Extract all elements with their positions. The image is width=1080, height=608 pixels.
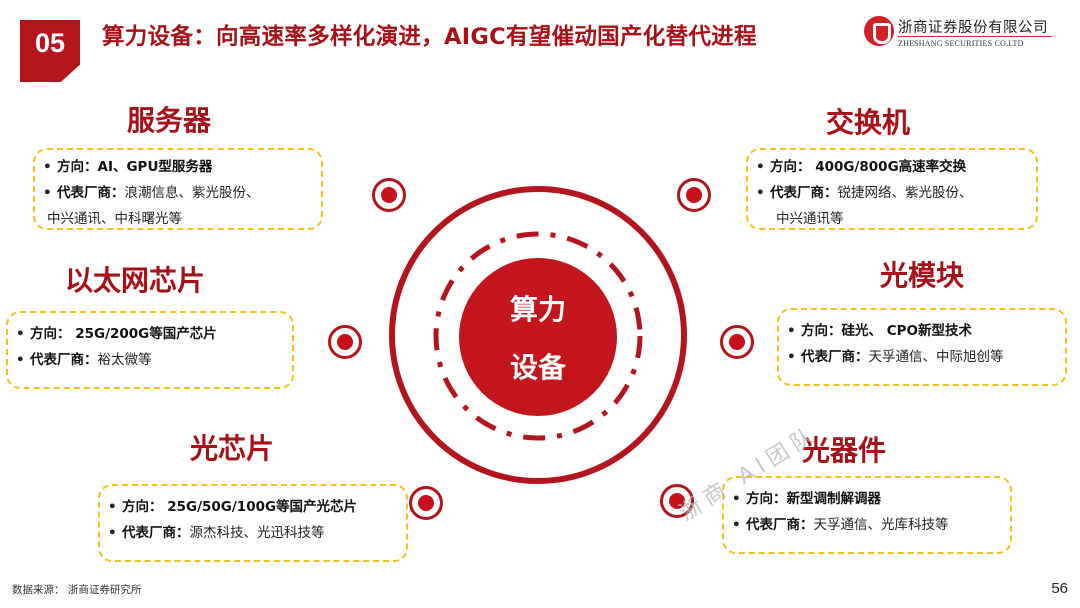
ethernet-chip-target-icon — [328, 325, 362, 359]
center-core-circle: 算力 设备 — [459, 258, 617, 416]
switch-heading: 交换机 — [826, 106, 911, 139]
bullet-icon: • — [732, 517, 741, 533]
company-logo: 浙商证券股份有限公司 ZHESHANG SECURITIES CO.LTD — [864, 14, 1064, 54]
optical-chip-card: •方向： 25G/50G/100G等国产光芯片 •代表厂商：源杰科技、光迅科技等 — [98, 484, 408, 562]
optical-module-heading: 光模块 — [880, 259, 965, 292]
center-label-line1: 算力 — [509, 293, 566, 326]
bullet-icon: • — [787, 349, 796, 365]
bullet-icon: • — [756, 159, 765, 175]
logo-name-en: ZHESHANG SECURITIES CO.LTD — [898, 39, 1024, 48]
optical-chip-heading: 光芯片 — [190, 432, 275, 465]
bullet-icon: • — [108, 499, 117, 515]
bullet-icon: • — [108, 525, 117, 541]
section-number-badge: 05 — [20, 20, 80, 82]
ethernet-chip-heading: 以太网芯片 — [65, 264, 206, 297]
page-number: 56 — [1051, 580, 1068, 597]
center-label-line2: 设备 — [509, 351, 566, 384]
server-target-icon — [372, 178, 406, 212]
zheshang-logo-icon — [864, 16, 894, 46]
optical-device-target-icon — [660, 484, 694, 518]
logo-name-cn: 浙商证券股份有限公司 — [898, 20, 1048, 36]
page-title: 算力设备：向高速率多样化演进，AIGC有望催动国产化替代进程 — [102, 24, 757, 50]
switch-target-icon — [677, 178, 711, 212]
bullet-icon: • — [756, 185, 765, 201]
switch-card: •方向： 400G/800G高速率交换 •代表厂商：锐捷网络、紫光股份、 中兴通… — [746, 148, 1038, 230]
server-card: •方向：AI、GPU型服务器 •代表厂商：浪潮信息、紫光股份、 中兴通讯、中科曙… — [33, 148, 323, 230]
optical-device-heading: 光器件 — [802, 434, 887, 467]
section-number: 05 — [34, 28, 66, 58]
bullet-icon: • — [732, 491, 741, 507]
optical-module-card: •方向：硅光、 CPO新型技术 •代表厂商：天孚通信、中际旭创等 — [777, 308, 1067, 386]
data-source: 数据来源： 浙商证券研究所 — [12, 584, 142, 596]
center-dashdot-ring — [433, 231, 643, 441]
server-heading: 服务器 — [127, 104, 212, 137]
bullet-icon: • — [43, 185, 52, 201]
bullet-icon: • — [16, 352, 25, 368]
logo-divider — [898, 36, 1052, 37]
bullet-icon: • — [43, 159, 52, 175]
bullet-icon: • — [16, 326, 25, 342]
optical-module-target-icon — [720, 325, 754, 359]
center-outer-ring — [389, 186, 687, 484]
optical-chip-target-icon — [409, 486, 443, 520]
ethernet-chip-card: •方向： 25G/200G等国产芯片 •代表厂商：裕太微等 — [6, 311, 294, 389]
optical-device-card: •方向：新型调制解调器 •代表厂商：天孚通信、光库科技等 — [722, 476, 1012, 554]
bullet-icon: • — [787, 323, 796, 339]
